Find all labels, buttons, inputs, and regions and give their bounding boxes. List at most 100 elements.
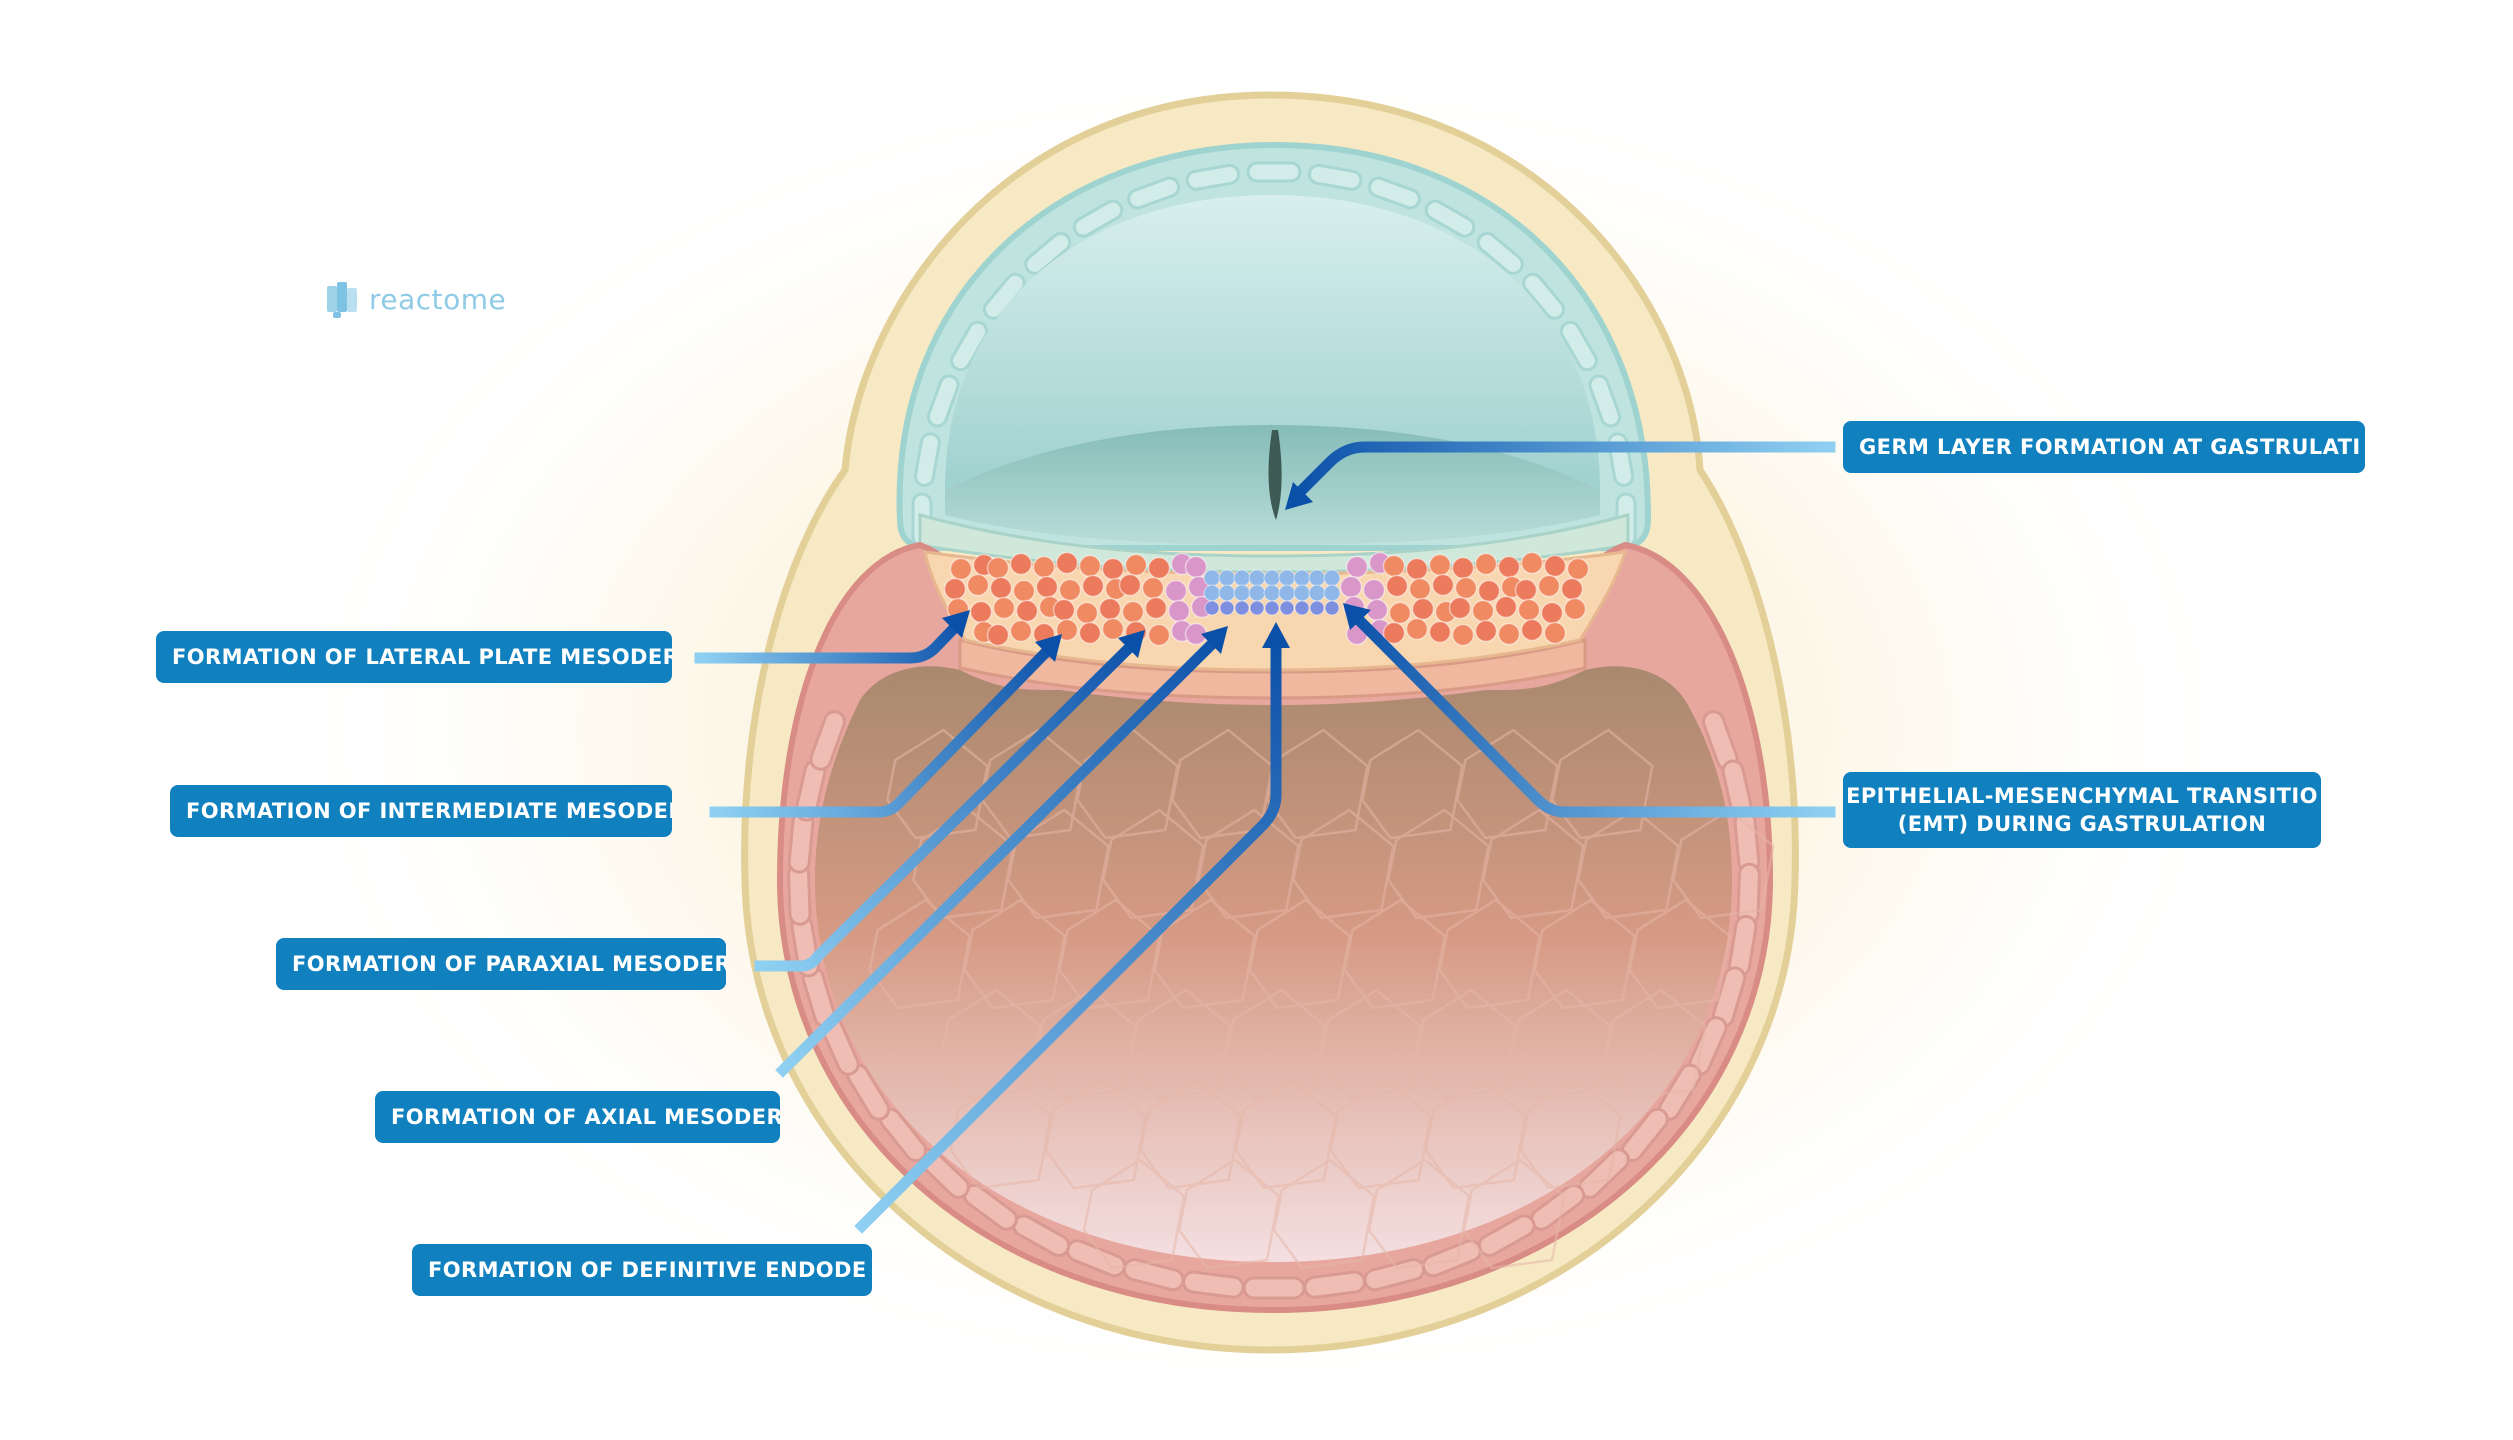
yolk-mesh-cell xyxy=(1196,808,1300,920)
yolk-mesh-cell xyxy=(1551,728,1654,840)
amnion-cell xyxy=(1424,199,1476,238)
yolk-mesh-cell xyxy=(1628,898,1731,1010)
mesoderm-cell xyxy=(969,600,993,624)
mesoderm-cell xyxy=(1081,574,1105,598)
arrow-definitive-endoderm xyxy=(854,634,1282,1234)
axial-cell xyxy=(1233,569,1251,587)
mesoderm-cell xyxy=(1009,619,1033,643)
amnion-cell xyxy=(1476,231,1524,275)
yolk-mesh-cell xyxy=(1519,1078,1623,1190)
emt-cell xyxy=(1362,578,1386,602)
label-axial-text: FORMATION OF AXIAL MESODERM xyxy=(391,1105,780,1129)
yolk-mesh-cell xyxy=(1076,728,1179,840)
arrowhead-germ-layer xyxy=(1285,482,1313,510)
label-intermediate-text: FORMATION OF INTERMEDIATE MESODERM xyxy=(186,799,672,823)
mesoderm-cell xyxy=(1494,595,1518,619)
amnion-cell xyxy=(926,374,960,428)
arrow-intermediate xyxy=(709,640,1058,818)
mesoderm-cell xyxy=(1124,553,1148,577)
amnion-cell xyxy=(1588,374,1622,428)
mesoderm-cell xyxy=(1058,578,1082,602)
yolk-mesh-cell xyxy=(1456,728,1559,840)
yolk-mesh-cell xyxy=(1343,898,1446,1010)
mesoderm-cell xyxy=(1537,574,1561,598)
amnion-cell xyxy=(1185,163,1241,191)
yolk-mesh-cell xyxy=(868,898,971,1010)
label-emt-line1: EPITHELIAL-MESENCHYMAL TRANSITIO xyxy=(1846,784,2318,808)
mesoderm-cell xyxy=(1428,620,1452,644)
axial-cell xyxy=(1293,584,1311,602)
yolk-mesh-cell xyxy=(1318,988,1422,1100)
mesoderm-cell xyxy=(1428,553,1452,577)
label-germ-layer-formation[interactable]: GERM LAYER FORMATION AT GASTRULATI xyxy=(1843,421,2365,473)
yolk-mesh-cell xyxy=(1603,988,1707,1100)
mesoderm-cell xyxy=(1035,575,1059,599)
mesoderm-cells xyxy=(943,551,1590,647)
arrow-lateral-plate xyxy=(694,616,966,664)
arrowhead-lateral-plate xyxy=(942,610,970,638)
mesoderm-cell xyxy=(1474,552,1498,576)
arrowhead-axial xyxy=(1201,626,1228,654)
yolk-mesh-cell xyxy=(1291,808,1395,920)
label-definitive-endoderm[interactable]: FORMATION OF DEFINITIVE ENDODE xyxy=(412,1244,872,1296)
yolk-mesh-cell xyxy=(1508,988,1612,1100)
yolk-wall-cell xyxy=(1242,1276,1306,1300)
mesoderm-cell xyxy=(1566,557,1590,581)
amnion-cell xyxy=(1307,163,1363,191)
arrow-germ-layer xyxy=(1292,441,1836,500)
axial-cell xyxy=(1219,600,1235,616)
mesoderm-cell xyxy=(1144,596,1168,620)
axial-cell xyxy=(1324,600,1340,616)
label-emt-during-gastrulation[interactable]: EPITHELIAL-MESENCHYMAL TRANSITIO (EMT) D… xyxy=(1843,772,2321,848)
label-axial-mesoderm[interactable]: FORMATION OF AXIAL MESODERM xyxy=(375,1091,780,1143)
axial-cell xyxy=(1249,600,1265,616)
yolk-mesh-cell xyxy=(1248,898,1351,1010)
label-lateral-plate-mesoderm[interactable]: FORMATION OF LATERAL PLATE MESODERM xyxy=(156,631,672,683)
mesoderm-cell xyxy=(1078,554,1102,578)
amnion-cell xyxy=(1072,199,1124,238)
mesoderm-cell xyxy=(1147,556,1171,580)
axial-cell xyxy=(1278,569,1296,587)
axial-cell xyxy=(1263,569,1281,587)
yolk-mesh-cell xyxy=(1272,1158,1376,1270)
mesoderm-cell xyxy=(1514,578,1538,602)
mesoderm-cell xyxy=(1405,557,1429,581)
yolk-mesh-cell xyxy=(1128,988,1232,1100)
mesoderm-cell xyxy=(1560,577,1584,601)
axial-cell xyxy=(1218,584,1236,602)
axial-cell xyxy=(1308,569,1326,587)
yolk-mesh-cell xyxy=(1329,1078,1433,1190)
mesoderm-cell xyxy=(1141,576,1165,600)
mesoderm-cell xyxy=(1015,599,1039,623)
axial-cell xyxy=(1294,600,1310,616)
yolk-mesh-cell xyxy=(1367,1158,1471,1270)
mesoderm-cell xyxy=(1055,618,1079,642)
mesoderm-cell xyxy=(1451,556,1475,580)
amnion-cell xyxy=(1127,176,1181,210)
label-lateral-plate-text: FORMATION OF LATERAL PLATE MESODERM xyxy=(172,645,672,669)
label-intermediate-mesoderm[interactable]: FORMATION OF INTERMEDIATE MESODERM xyxy=(170,785,672,837)
arrows xyxy=(694,441,1836,1234)
axial-cell xyxy=(1323,569,1341,587)
mesoderm-cell xyxy=(1471,599,1495,623)
yolk-mesh-cell xyxy=(963,898,1066,1010)
axial-cell xyxy=(1293,569,1311,587)
mesoderm-cell xyxy=(966,573,990,597)
mesoderm-cell xyxy=(1388,601,1412,625)
axial-cell xyxy=(1234,600,1250,616)
mesoderm-cell xyxy=(1477,579,1501,603)
axial-cell xyxy=(1309,600,1325,616)
yolk-mesh-cell xyxy=(1424,1078,1528,1190)
yolk-wall-cell-layer xyxy=(787,710,1761,1300)
label-paraxial-mesoderm[interactable]: FORMATION OF PARAXIAL MESODERM xyxy=(276,938,726,990)
axial-cell xyxy=(1323,584,1341,602)
yolk-mesh-cell xyxy=(1533,898,1636,1010)
mesoderm-cell xyxy=(1497,555,1521,579)
mesoderm-cell xyxy=(1520,551,1544,575)
arrowhead-paraxial xyxy=(1118,630,1145,658)
mesoderm-cell xyxy=(1454,576,1478,600)
mesoderm-cell xyxy=(1121,600,1145,624)
emt-cell xyxy=(1167,599,1191,623)
amnion-cell xyxy=(1024,231,1072,275)
